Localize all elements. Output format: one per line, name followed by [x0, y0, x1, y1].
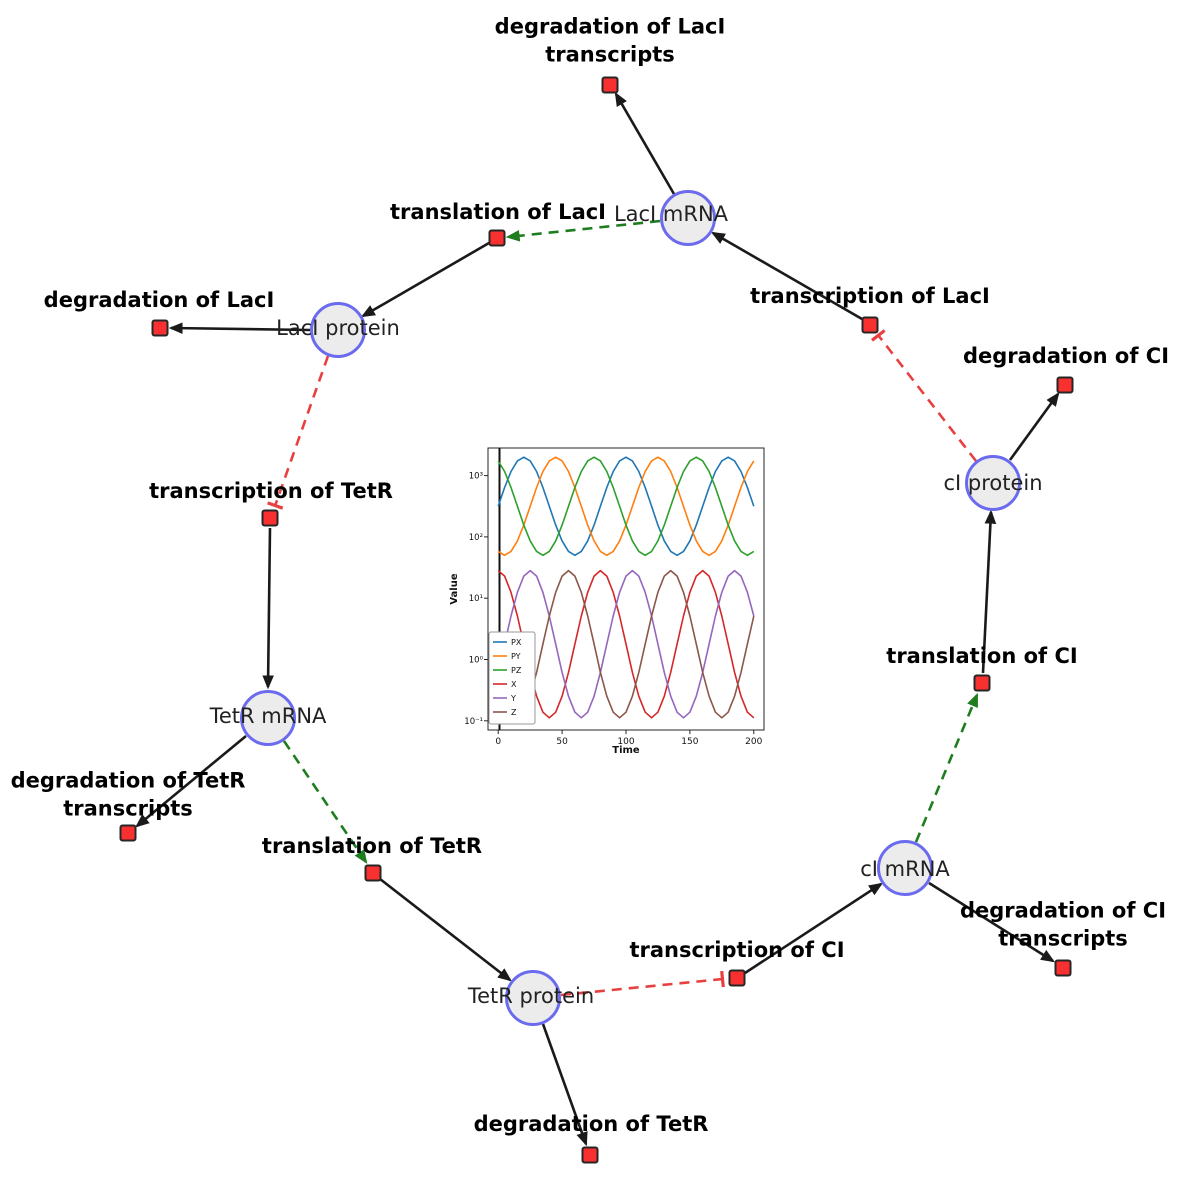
edge-transcription-of-tetr-to-tetr-mrna: [262, 527, 274, 690]
svg-text:10³: 10³: [469, 472, 483, 482]
species-node-ci-mrna[interactable]: [877, 840, 933, 896]
edge-ci-mrna-to-degradation-of-ci-transcripts: [928, 881, 1055, 963]
reaction-label-degradation-of-laci-transcripts: degradation of LacI transcripts: [494, 14, 726, 66]
edge-tetr-protein-to-degradation-of-tetr: [541, 1023, 588, 1147]
species-label-laci-mrna: LacI mRNA: [613, 202, 729, 226]
svg-text:PY: PY: [511, 652, 521, 661]
svg-text:10²: 10²: [469, 533, 483, 543]
reaction-node-translation-of-laci[interactable]: [488, 229, 506, 247]
edge-transcription-of-laci-to-laci-mrna: [710, 231, 863, 321]
reaction-label-degradation-of-ci-transcripts: degradation of CI transcripts: [959, 898, 1167, 950]
species-node-tetr-mrna[interactable]: [240, 690, 296, 746]
edge-translation-of-ci-to-ci-protein: [981, 509, 997, 674]
edge-laci-mrna-to-translation-of-laci: [505, 219, 661, 242]
reaction-label-translation-of-tetr: translation of TetR: [261, 834, 483, 859]
reaction-node-transcription-of-ci[interactable]: [728, 969, 746, 987]
reaction-label-degradation-of-tetr-transcripts: degradation of TetR transcripts: [10, 768, 246, 820]
edge-ci-mrna-to-translation-of-ci: [914, 692, 979, 843]
svg-text:Y: Y: [510, 694, 516, 703]
species-label-laci-protein: LacI protein: [276, 316, 400, 340]
svg-text:10¹: 10¹: [469, 594, 483, 604]
edge-tetr-mrna-to-translation-of-tetr: [282, 740, 368, 864]
species-node-tetr-protein[interactable]: [505, 970, 561, 1026]
svg-text:PZ: PZ: [511, 666, 522, 675]
edge-laci-protein-to-degradation-of-laci: [168, 322, 311, 335]
svg-text:150: 150: [681, 737, 698, 747]
reaction-label-transcription-of-laci: transcription of LacI: [750, 284, 990, 309]
edge-tetr-mrna-to-degradation-of-tetr-transcripts: [135, 734, 247, 828]
species-label-tetr-mrna: TetR mRNA: [209, 704, 327, 728]
reaction-node-degradation-of-tetr[interactable]: [581, 1146, 599, 1164]
reaction-node-degradation-of-laci[interactable]: [151, 319, 169, 337]
reaction-label-translation-of-laci: translation of LacI: [390, 200, 606, 225]
reaction-label-degradation-of-laci: degradation of LacI: [43, 288, 275, 313]
reaction-node-degradation-of-ci-transcripts[interactable]: [1054, 959, 1072, 977]
edge-ci-protein-inhibits-transcription-of-laci: [871, 329, 978, 462]
svg-text:200: 200: [745, 737, 762, 747]
svg-text:Time: Time: [612, 745, 640, 756]
svg-text:10⁻¹: 10⁻¹: [464, 717, 483, 727]
reaction-label-transcription-of-ci: transcription of CI: [629, 938, 845, 963]
species-node-laci-protein[interactable]: [310, 302, 366, 358]
species-node-laci-mrna[interactable]: [660, 190, 716, 246]
reaction-label-degradation-of-tetr: degradation of TetR: [473, 1112, 709, 1137]
svg-text:Value: Value: [449, 573, 460, 604]
svg-text:100: 100: [617, 737, 634, 747]
reaction-node-degradation-of-ci[interactable]: [1056, 376, 1074, 394]
edge-translation-of-laci-to-laci-protein: [360, 241, 490, 318]
svg-text:Z: Z: [511, 708, 517, 717]
svg-text:10⁰: 10⁰: [469, 656, 484, 666]
species-label-ci-protein: cI protein: [943, 471, 1043, 495]
species-label-ci-mrna: cI mRNA: [860, 857, 950, 881]
edge-translation-of-tetr-to-tetr-protein: [379, 877, 512, 982]
edge-transcription-of-ci-to-ci-mrna: [744, 882, 883, 975]
svg-text:50: 50: [556, 737, 568, 747]
svg-text:0: 0: [495, 737, 501, 747]
edge-ci-protein-to-degradation-of-ci: [1008, 392, 1060, 461]
reaction-node-translation-of-tetr[interactable]: [364, 864, 382, 882]
reaction-node-transcription-of-laci[interactable]: [861, 316, 879, 334]
reaction-node-transcription-of-tetr[interactable]: [261, 509, 279, 527]
species-node-ci-protein[interactable]: [965, 455, 1021, 511]
reaction-label-degradation-of-ci: degradation of CI: [962, 344, 1170, 369]
edge-laci-protein-inhibits-transcription-of-tetr: [267, 355, 330, 510]
svg-text:X: X: [511, 680, 517, 689]
reaction-label-translation-of-ci: translation of CI: [886, 644, 1078, 669]
svg-text:PX: PX: [511, 638, 522, 647]
reaction-node-degradation-of-laci-transcripts[interactable]: [601, 76, 619, 94]
edge-laci-mrna-to-degradation-of-laci-transcripts: [614, 91, 676, 195]
reaction-label-transcription-of-tetr: transcription of TetR: [149, 479, 393, 504]
reaction-node-degradation-of-tetr-transcripts[interactable]: [119, 824, 137, 842]
reaction-node-translation-of-ci[interactable]: [973, 674, 991, 692]
species-label-tetr-protein: TetR protein: [467, 984, 595, 1008]
